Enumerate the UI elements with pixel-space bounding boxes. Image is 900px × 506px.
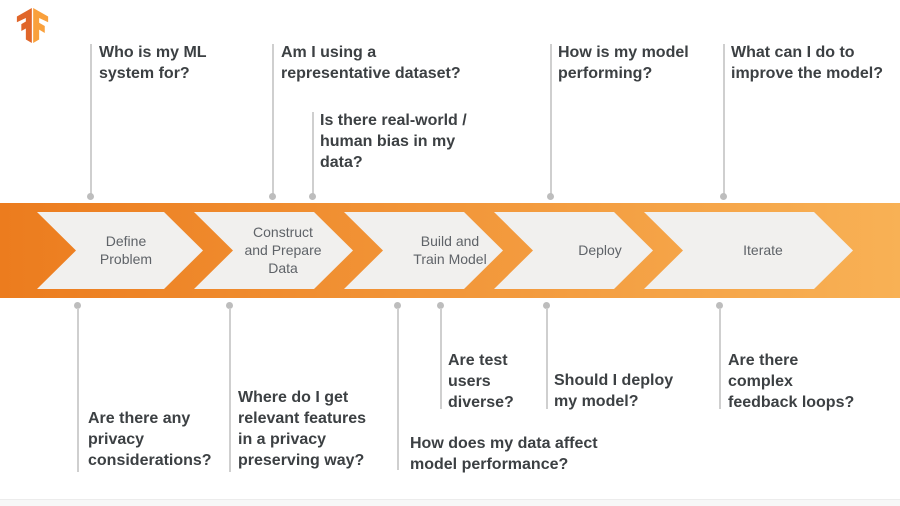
connector-line bbox=[723, 44, 725, 197]
stage-label-line: Deploy bbox=[578, 242, 622, 258]
stage-label-line: Build and bbox=[420, 233, 480, 249]
stage-label-line: Construct bbox=[253, 224, 313, 240]
question-line: relevant features bbox=[238, 410, 367, 427]
connector-dot bbox=[226, 302, 233, 309]
connector-line bbox=[440, 308, 442, 409]
question-line: complex bbox=[728, 373, 793, 390]
connector-dot bbox=[720, 193, 727, 200]
question-line: diverse? bbox=[448, 394, 514, 411]
question-line: improve the model? bbox=[731, 65, 884, 82]
stage-chevron-deploy bbox=[494, 212, 653, 289]
question-test-users-diverse: Are test users diverse? bbox=[448, 350, 514, 413]
question-line: How is my model bbox=[558, 44, 689, 61]
question-line: Are there bbox=[728, 352, 799, 369]
question-complex-feedback-loops: Are there complex feedback loops? bbox=[728, 350, 854, 413]
stage-label-line: Data bbox=[268, 260, 298, 276]
question-representative-dataset: Am I using a representative dataset? bbox=[281, 42, 461, 84]
stage-label-define-problem: Define Problem bbox=[100, 232, 152, 268]
connector-line bbox=[77, 308, 79, 472]
question-should-i-deploy: Should I deploy my model? bbox=[554, 370, 673, 412]
question-model-performing: How is my model performing? bbox=[558, 42, 689, 84]
question-line: privacy bbox=[88, 431, 145, 448]
question-line: Are test bbox=[448, 352, 508, 369]
connector-dot bbox=[87, 193, 94, 200]
connector-line bbox=[719, 308, 721, 409]
stage-chevron-define-problem bbox=[37, 212, 203, 289]
question-line: Are there any bbox=[88, 410, 191, 427]
connector-line bbox=[90, 44, 92, 197]
tensorflow-logo-icon bbox=[16, 8, 49, 43]
connector-line bbox=[229, 308, 231, 472]
stage-label-deploy: Deploy bbox=[578, 241, 622, 259]
stage-chevron-construct-prepare-data bbox=[194, 212, 353, 289]
connector-dot bbox=[74, 302, 81, 309]
connector-line bbox=[397, 308, 399, 470]
question-line: system for? bbox=[99, 65, 190, 82]
question-line: users bbox=[448, 373, 491, 390]
connector-line bbox=[550, 44, 552, 197]
question-data-affect-model-performance: How does my data affect model performanc… bbox=[410, 433, 598, 475]
question-who-is-my-ml-system-for: Who is my ML system for? bbox=[99, 42, 207, 84]
question-line: What can I do to bbox=[731, 44, 855, 61]
question-line: human bias in my bbox=[320, 133, 456, 150]
question-improve-the-model: What can I do to improve the model? bbox=[731, 42, 883, 84]
stage-label-iterate: Iterate bbox=[743, 241, 783, 259]
question-line: Who is my ML bbox=[99, 44, 207, 61]
connector-dot bbox=[309, 193, 316, 200]
question-line: my model? bbox=[554, 393, 639, 410]
question-line: Where do I get bbox=[238, 389, 349, 406]
question-line: representative dataset? bbox=[281, 65, 461, 82]
connector-dot bbox=[543, 302, 550, 309]
stage-label-construct-prepare-data: Construct and Prepare Data bbox=[244, 223, 321, 277]
question-line: preserving way? bbox=[238, 452, 365, 469]
connector-line bbox=[312, 112, 314, 197]
connector-line bbox=[272, 44, 274, 197]
stage-chevron-build-train-model bbox=[344, 212, 503, 289]
stage-label-line: Train Model bbox=[413, 251, 487, 267]
connector-dot bbox=[716, 302, 723, 309]
stage-label-line: Problem bbox=[99, 251, 153, 267]
stage-label-build-train-model: Build and Train Model bbox=[413, 232, 486, 268]
question-line: feedback loops? bbox=[728, 394, 855, 411]
stage-label-line: Define bbox=[105, 233, 147, 249]
question-privacy-considerations: Are there any privacy considerations? bbox=[88, 408, 212, 471]
stage-label-line: and Prepare bbox=[244, 242, 322, 258]
question-line: How does my data affect bbox=[410, 435, 598, 452]
question-line: in a privacy bbox=[238, 431, 327, 448]
question-line: performing? bbox=[558, 65, 653, 82]
connector-dot bbox=[394, 302, 401, 309]
question-privacy-preserving-features: Where do I get relevant features in a pr… bbox=[238, 387, 366, 471]
question-real-world-human-bias: Is there real-world / human bias in my d… bbox=[320, 110, 467, 173]
connector-dot bbox=[269, 193, 276, 200]
connector-line bbox=[546, 308, 548, 409]
question-line: Should I deploy bbox=[554, 372, 674, 389]
process-band bbox=[0, 203, 900, 298]
stage-chevron-iterate bbox=[644, 212, 853, 289]
stage-label-line: Iterate bbox=[743, 242, 783, 258]
question-line: Is there real-world / bbox=[320, 112, 467, 129]
connector-dot bbox=[437, 302, 444, 309]
question-line: model performance? bbox=[410, 456, 569, 473]
question-line: data? bbox=[320, 154, 363, 171]
question-line: considerations? bbox=[88, 452, 212, 469]
connector-dot bbox=[547, 193, 554, 200]
bottom-edge-strip bbox=[0, 499, 900, 506]
question-line: Am I using a bbox=[281, 44, 377, 61]
